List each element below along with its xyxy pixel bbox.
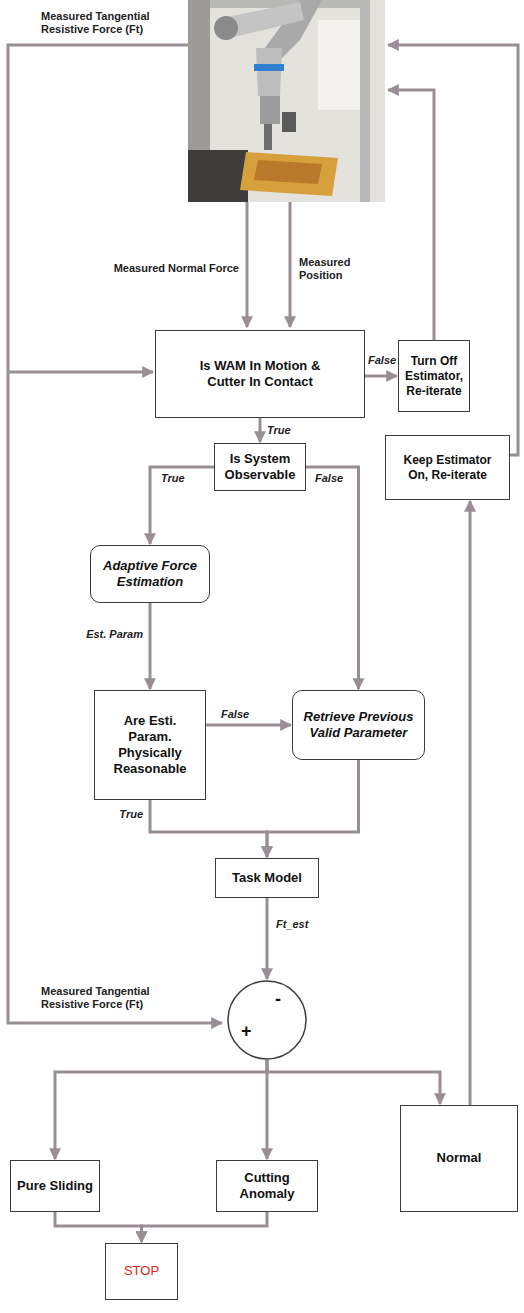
flow-arrow bbox=[149, 603, 152, 689]
process-box: Adaptive Force Estimation bbox=[90, 545, 210, 603]
node-text: Cutting Anomaly bbox=[223, 1170, 311, 1203]
blue-ring bbox=[254, 64, 284, 71]
junction-outline bbox=[227, 980, 307, 1060]
stop-box: STOP bbox=[105, 1243, 178, 1300]
outcome-box: Cutting Anomaly bbox=[216, 1160, 318, 1212]
normal-force-line bbox=[246, 202, 249, 327]
signal-label: Measured Normal Force bbox=[113, 262, 240, 275]
flow-arrow bbox=[267, 1060, 440, 1104]
node-text: Keep Estimator On, Re-iterate bbox=[398, 453, 497, 483]
process-box: Turn Off Estimator, Re-iterate bbox=[398, 340, 470, 412]
edge-label: True bbox=[160, 472, 186, 485]
signal-label: Measured Position bbox=[298, 256, 362, 282]
sensor bbox=[282, 112, 296, 132]
flow-arrow bbox=[55, 1212, 142, 1242]
end-effector bbox=[260, 96, 280, 124]
node-text: Is System Observable bbox=[219, 451, 301, 484]
flow-arrow bbox=[142, 1212, 268, 1242]
node-text: Is WAM In Motion & Cutter In Contact bbox=[194, 358, 326, 391]
edge-label: False bbox=[220, 708, 250, 721]
signal-lines bbox=[8, 45, 518, 1023]
edge-label: True bbox=[118, 808, 144, 821]
sign-symbol: + bbox=[241, 1020, 252, 1043]
edge-label: Ft_est bbox=[275, 918, 309, 931]
reiterate-line bbox=[388, 90, 434, 340]
decision-box: Are Esti. Param. Physically Reasonable bbox=[94, 690, 206, 800]
edge-label: True bbox=[266, 424, 292, 437]
flow-arrow bbox=[469, 501, 472, 1105]
decision-box: Is System Observable bbox=[214, 443, 306, 491]
outcome-box: Normal bbox=[400, 1105, 518, 1212]
node-text: Pure Sliding bbox=[17, 1178, 93, 1194]
robot-photo bbox=[188, 0, 385, 202]
process-box: Retrieve Previous Valid Parameter bbox=[292, 690, 425, 760]
flow-arrow bbox=[365, 375, 397, 378]
arm-link bbox=[256, 48, 282, 96]
flow-arrow bbox=[306, 467, 359, 689]
node-text: Task Model bbox=[232, 870, 302, 886]
floor bbox=[188, 150, 248, 202]
reiterate-line bbox=[388, 45, 518, 455]
flow-arrow bbox=[150, 800, 267, 857]
node-text: Turn Off Estimator, Re-iterate bbox=[402, 354, 466, 399]
flow-arrow bbox=[266, 1060, 269, 1159]
cutter bbox=[264, 124, 272, 150]
sign-symbol: - bbox=[275, 988, 281, 1011]
node-text: Normal bbox=[437, 1150, 482, 1166]
outcome-box: Pure Sliding bbox=[10, 1160, 100, 1212]
flow-arrow bbox=[266, 898, 269, 979]
node-text: Retrieve Previous Valid Parameter bbox=[303, 709, 414, 742]
process-box: Keep Estimator On, Re-iterate bbox=[385, 435, 510, 500]
edge-label: False bbox=[367, 354, 397, 367]
frame-bar bbox=[360, 0, 370, 202]
signal-label: Measured Tangential Resistive Force (Ft) bbox=[40, 985, 172, 1011]
flow-arrow bbox=[55, 1060, 267, 1159]
backdrop bbox=[318, 20, 360, 110]
signal-label: Measured Tangential Resistive Force (Ft) bbox=[40, 10, 172, 36]
edge-label: False bbox=[314, 472, 344, 485]
photo-ground bbox=[188, 0, 385, 202]
node-text: STOP bbox=[124, 1263, 159, 1279]
process-box: Task Model bbox=[215, 858, 319, 898]
flow-arrow bbox=[267, 760, 359, 857]
summing-junction: -+ bbox=[227, 980, 307, 1060]
decision-box: Is WAM In Motion & Cutter In Contact bbox=[155, 330, 365, 418]
flow-arrow bbox=[150, 467, 214, 544]
workpiece bbox=[240, 152, 338, 196]
tangential-force-line bbox=[8, 45, 222, 1023]
workpiece-pocket bbox=[254, 160, 322, 184]
node-text: Adaptive Force Estimation bbox=[99, 558, 201, 591]
flow-arrow bbox=[206, 724, 291, 727]
junction-circle bbox=[228, 981, 306, 1059]
edge-label: Est. Param bbox=[85, 628, 144, 641]
arm-joint bbox=[214, 16, 238, 40]
position-line bbox=[289, 202, 292, 327]
tangential-force-branch bbox=[8, 371, 153, 374]
node-text: Are Esti. Param. Physically Reasonable bbox=[105, 713, 195, 778]
flow-arrow bbox=[259, 418, 262, 442]
